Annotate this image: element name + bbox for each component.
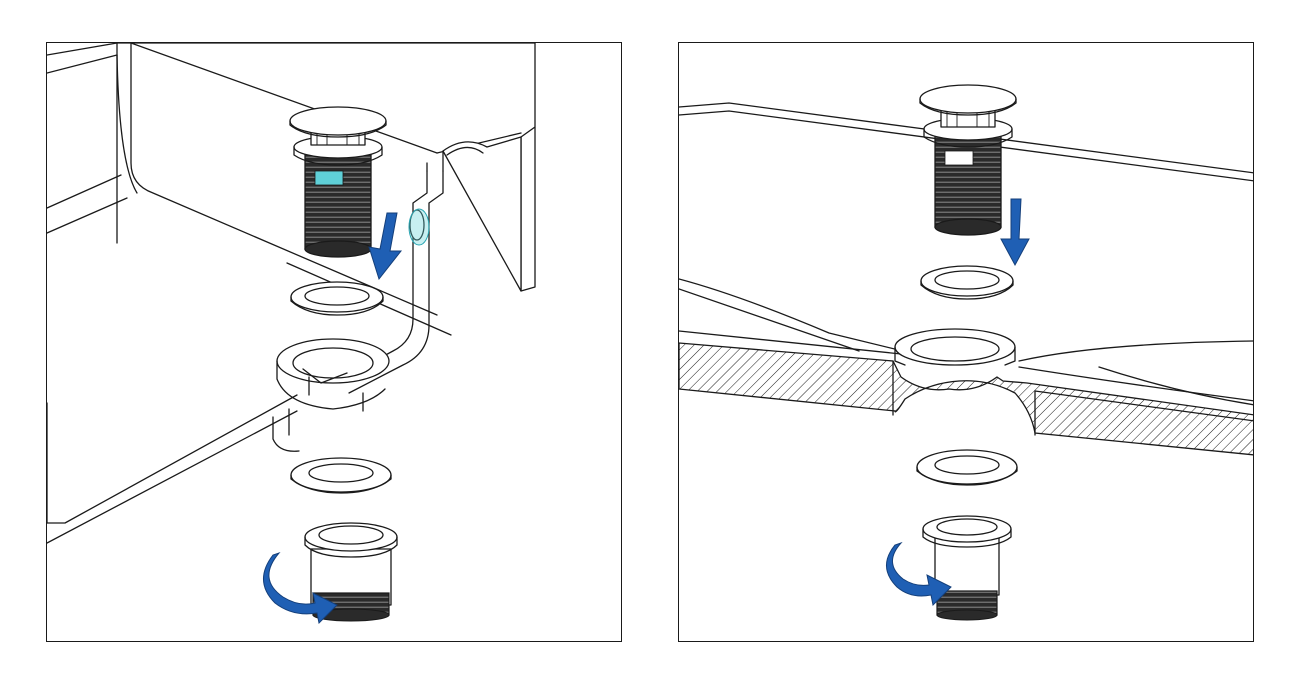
overflow-hole-highlight	[408, 208, 430, 246]
plug-label	[944, 150, 974, 166]
lower-washer	[290, 457, 392, 494]
left-panel-basin-with-overflow	[46, 42, 622, 642]
drain-body	[304, 522, 398, 622]
popup-plug	[289, 106, 387, 258]
overflow-channel	[340, 136, 522, 394]
down-arrow-icon	[368, 212, 403, 281]
right-panel-countertop-section	[678, 42, 1254, 642]
plug-label-highlight	[314, 170, 344, 186]
drain-body	[922, 515, 1012, 621]
overflow-hole	[409, 209, 425, 241]
left-illustration	[47, 43, 536, 625]
upper-washer	[290, 281, 384, 316]
popup-plug	[919, 84, 1017, 236]
rotate-arrow-icon	[263, 551, 338, 625]
lower-washer	[916, 449, 1018, 486]
basin-floor	[47, 394, 300, 544]
basin-surface	[679, 102, 1253, 406]
rotate-arrow-icon	[886, 541, 952, 607]
down-arrow-icon	[1000, 198, 1030, 267]
drain-seat	[276, 338, 390, 412]
drain-seat	[894, 328, 1016, 366]
right-illustration	[679, 84, 1253, 621]
basin-rim	[47, 43, 536, 336]
countertop-section	[679, 342, 1253, 456]
upper-washer	[920, 265, 1014, 300]
